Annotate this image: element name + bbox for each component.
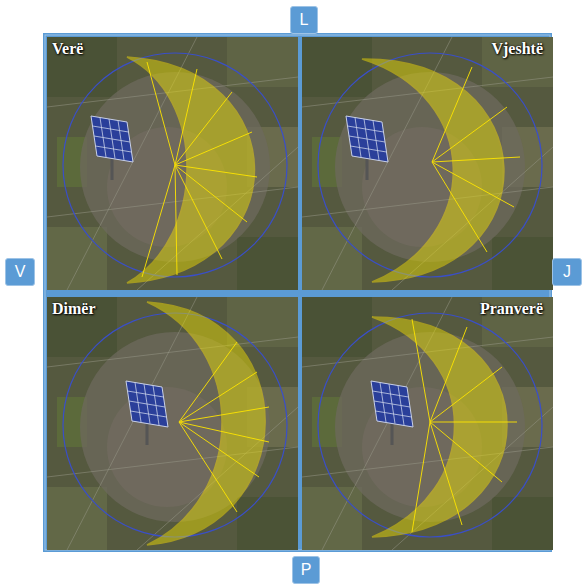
compass-letter: J [563,263,571,281]
compass-tab: V [5,258,35,286]
season-title: Vjeshtë [491,40,543,58]
season-panel: Dimër [47,297,298,548]
compass-letter: P [301,561,312,579]
season-panel: Pranverë [302,297,548,548]
season-panel: Vjeshtë [302,37,548,290]
compass-letter: V [15,263,26,281]
season-title: Pranverë [480,300,543,318]
season-title: Verë [52,40,83,58]
season-panel: Verë [47,37,298,290]
compass-tab: P [292,556,320,584]
compass-tab: L [290,6,318,34]
season-title: Dimër [52,300,96,318]
compass-letter: L [300,11,309,29]
compass-tab: J [552,258,582,286]
